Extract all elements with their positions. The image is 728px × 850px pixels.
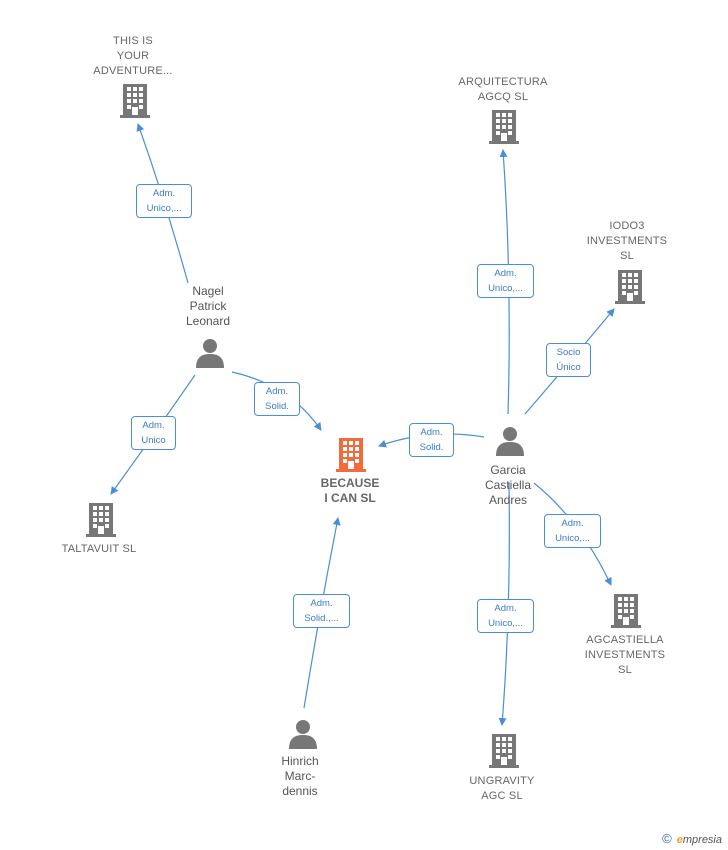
company-icon-adventure[interactable] [120, 84, 150, 118]
copyright-icon: © [662, 831, 672, 846]
person-label-garcia[interactable]: Garcia Castiella Andres [484, 463, 532, 507]
edge-label-garcia-agcastiella[interactable]: Adm. Unico,... [544, 514, 601, 548]
company-icon-agcastiella[interactable] [611, 594, 641, 628]
edge-label-garcia-arquitectura[interactable]: Adm. Unico,... [477, 264, 534, 298]
company-label-iodo3[interactable]: IODO3 INVESTMENTS SL [586, 220, 668, 262]
edge-label-nagel-center[interactable]: Adm. Solid. [254, 382, 300, 416]
brand-name: mpresia [682, 834, 722, 846]
brand-footer[interactable]: © empresia [662, 831, 722, 846]
edge-label-nagel-adventure[interactable]: Adm. Unico,... [136, 184, 192, 218]
center-company-label[interactable]: BECAUSE I CAN SL [320, 476, 380, 505]
edge-label-hinrich-center[interactable]: Adm. Solid.,... [293, 594, 350, 628]
edge-label-garcia-center[interactable]: Adm. Solid. [409, 423, 454, 457]
person-icon-nagel[interactable] [196, 339, 224, 368]
company-label-adventure[interactable]: THIS IS YOUR ADVENTURE... [93, 35, 173, 77]
company-label-arquitectura[interactable]: ARQUITECTURA AGCQ SL [458, 76, 548, 103]
company-icon-iodo3[interactable] [615, 270, 645, 304]
person-icon-hinrich[interactable] [289, 720, 317, 749]
company-label-taltavuit[interactable]: TALTAVUIT SL [61, 543, 137, 555]
company-icon-taltavuit[interactable] [86, 503, 116, 537]
edge-label-garcia-iodo3[interactable]: Socio Único [546, 343, 591, 377]
center-company-icon[interactable] [336, 438, 366, 472]
company-label-agcastiella[interactable]: AGCASTIELLA INVESTMENTS SL [584, 634, 666, 676]
edge-label-garcia-ungravity[interactable]: Adm. Unico,... [477, 599, 534, 633]
person-icon-garcia[interactable] [496, 427, 524, 456]
person-label-hinrich[interactable]: Hinrich Marc- dennis [281, 754, 319, 798]
brand-logo-initial: e [676, 834, 683, 846]
company-icon-ungravity[interactable] [489, 734, 519, 768]
edge-label-nagel-taltavuit[interactable]: Adm. Unico [131, 416, 176, 450]
person-label-nagel[interactable]: Nagel Patrick Leonard [185, 284, 231, 328]
company-icon-arquitectura[interactable] [489, 110, 519, 144]
company-label-ungravity[interactable]: UNGRAVITY AGC SL [469, 775, 535, 802]
